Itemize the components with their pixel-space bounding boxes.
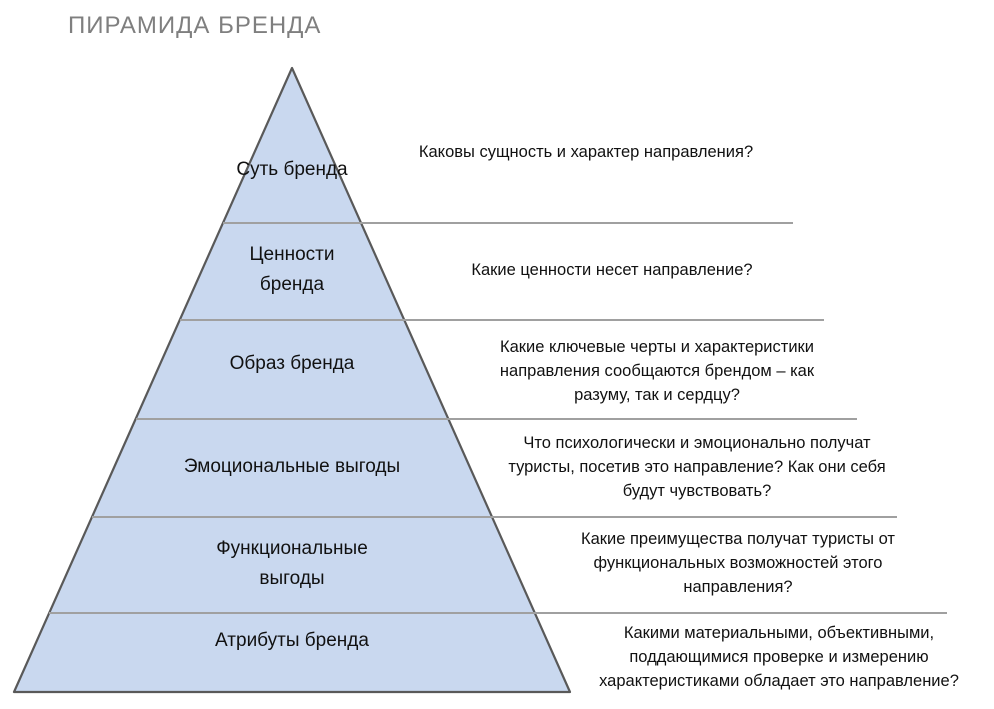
pyramid-level-label-2: Ценности бренда bbox=[249, 244, 335, 295]
pyramid-level-label-6: Атрибуты бренда bbox=[215, 630, 369, 651]
level-question-4: Что психологически и эмоционально получа… bbox=[508, 434, 886, 500]
level-question-6: Какими материальными, объективными, подд… bbox=[599, 624, 959, 690]
pyramid-shape bbox=[12, 66, 572, 694]
pyramid-level-label-4: Эмоциональные выгоды bbox=[183, 456, 401, 477]
page-title: ПИРАМИДА БРЕНДА bbox=[68, 12, 322, 39]
pyramid-level-label-5: Функциональные выгоды bbox=[216, 538, 368, 589]
pyramid-level-label-1: Суть бренда bbox=[236, 159, 348, 180]
level-question-1: Каковы сущность и характер направления? bbox=[418, 143, 754, 161]
level-question-5: Какие преимущества получат туристы от фу… bbox=[581, 530, 895, 596]
level-question-2: Какие ценности несет направление? bbox=[471, 261, 753, 279]
pyramid-level-label-3: Образ бренда bbox=[229, 353, 355, 374]
level-question-3: Какие ключевые черты и характеристики на… bbox=[499, 338, 815, 404]
